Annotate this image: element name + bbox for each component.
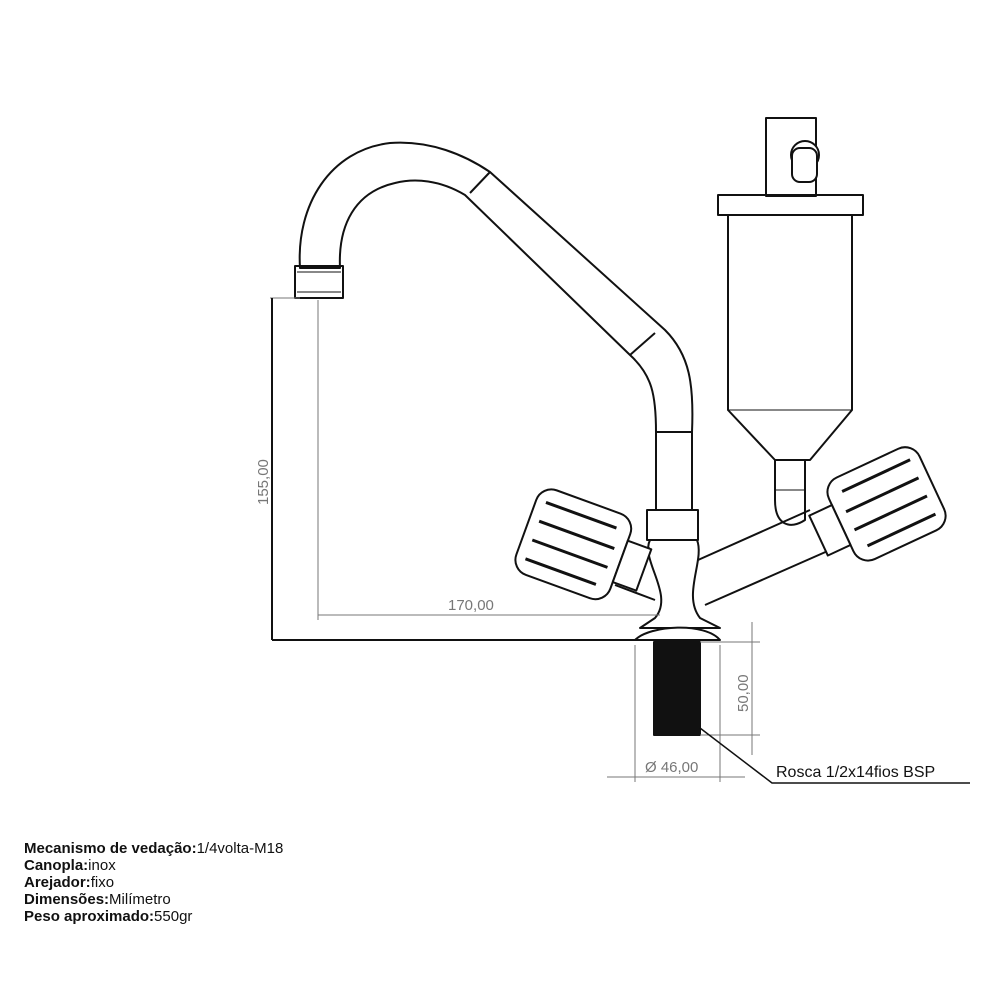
threaded-shank [653,641,701,736]
spec-value: Milímetro [109,891,171,908]
aerator-nozzle [294,265,344,299]
spec-value: 1/4volta-M18 [196,840,284,857]
right-handle [808,446,947,562]
spec-row: Mecanismo de vedação:1/4volta-M18 [24,840,283,857]
spec-value: 550gr [154,908,193,925]
spec-label: Mecanismo de vedação: [24,840,197,857]
base-diameter-dimension-label: Ø 46,00 [645,759,698,776]
thread-length-dimension-label: 50,00 [735,674,752,712]
reach-dimension-label: 170,00 [448,597,494,614]
filter [717,117,864,526]
spec-value: inox [88,857,116,874]
spec-row: Peso aproximado:550gr [24,908,283,925]
collar [646,509,699,541]
thread-note: Rosca 1/2x14fios BSP [776,764,935,781]
canopy [634,626,721,641]
spec-label: Arejador: [24,874,91,891]
spec-label: Canopla: [24,857,89,874]
spec-label: Dimensões: [24,891,110,908]
spout [298,141,694,511]
faucet-body [639,539,721,629]
left-handle [514,488,653,601]
spec-row: Arejador:fixo [24,874,283,891]
spec-row: Dimensões:Milímetro [24,891,283,908]
specifications-list: Mecanismo de vedação:1/4volta-M18 Canopl… [24,840,283,925]
height-dimension-label: 155,00 [255,459,272,505]
spec-value: fixo [90,874,115,891]
spec-label: Peso aproximado: [24,908,155,925]
spec-row: Canopla:inox [24,857,283,874]
